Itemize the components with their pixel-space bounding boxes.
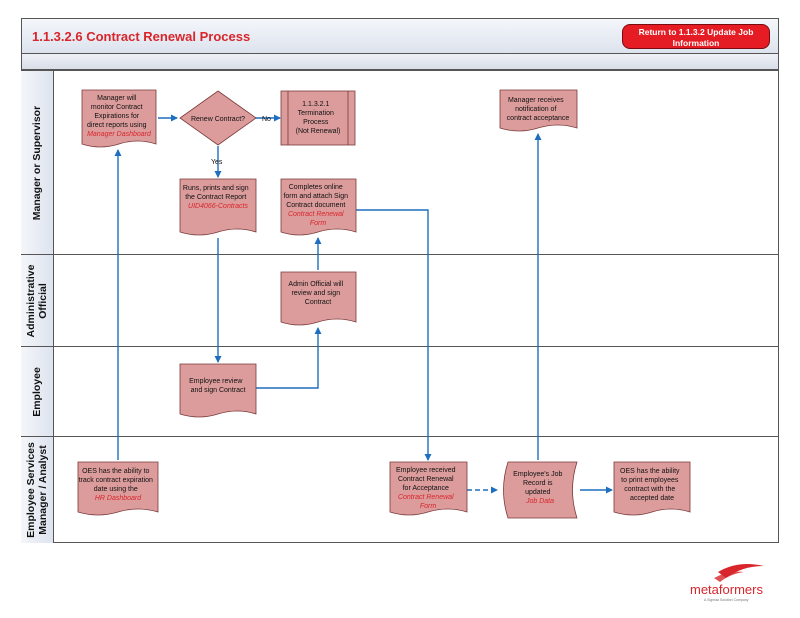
received-line-3: for Acceptance <box>403 485 449 492</box>
return-button-line-1: Return to 1.1.3.2 Update Job <box>638 27 754 37</box>
notification-line-3: contract acceptance <box>507 115 570 122</box>
runs-line-1: Runs, prints and sign <box>183 185 249 192</box>
monitor-text: Manager will monitor Contract Expiration… <box>87 87 152 138</box>
online-line-1: Completes online <box>289 184 343 191</box>
return-button-line-2: Information <box>672 38 720 48</box>
emp-review-line-1: Employee review <box>189 378 243 385</box>
online-text: Completes online form and attach Sign Co… <box>283 176 352 227</box>
received-text: Employee received Contract Renewal for A… <box>396 459 460 510</box>
admin-line-3: Contract <box>305 299 332 306</box>
admin-line-2: review and sign <box>291 290 340 297</box>
manager-dashboard-link: Manager Dashboard <box>87 131 152 138</box>
runs-prints-document: Runs, prints and sign the Contract Repor… <box>179 177 257 236</box>
admin-line-1: Admin Official will <box>288 281 343 288</box>
arrow-emp-review-to-admin <box>256 327 322 389</box>
job-record-line-3: updated <box>525 489 550 496</box>
oes-print-document: OES has the ability to print employees c… <box>613 460 691 516</box>
return-button[interactable]: Return to 1.1.3.2 Update Job Information <box>622 24 770 49</box>
logo-swoosh-small-icon <box>714 571 744 582</box>
logo-text: metaformers <box>690 582 763 597</box>
job-record-line-2: Record is <box>523 480 553 487</box>
termination-line-4: (Not Renewal) <box>296 128 341 135</box>
yes-label: Yes <box>211 159 223 166</box>
job-record-line-1: Employee's Job <box>513 471 562 478</box>
termination-line-3: Process <box>303 119 329 126</box>
received-line-2: Contract Renewal <box>398 476 454 483</box>
oes-track-line-1: OES has the ability to <box>82 468 149 475</box>
monitor-line-1: Manager will <box>97 95 137 102</box>
oes-print-text: OES has the ability to print employees c… <box>620 460 684 502</box>
received-link-1: Contract Renewal <box>398 494 454 501</box>
oes-print-line-4: accepted date <box>630 495 674 502</box>
contract-renewal-link-2: Form <box>310 220 327 227</box>
lane-label-employee: Employee <box>21 347 54 436</box>
monitor-line-2: monitor Contract <box>91 104 143 111</box>
hr-dashboard-link: HR Dashboard <box>95 495 142 502</box>
no-label: No <box>262 116 271 123</box>
sub-header-band <box>21 54 779 70</box>
received-line-1: Employee received <box>396 467 456 474</box>
admin-review-document: Admin Official will review and sign Cont… <box>280 271 357 326</box>
oes-track-line-3: date using the <box>94 486 138 493</box>
runs-line-2: the Contract Report <box>185 194 246 201</box>
employee-review-document: Employee review and sign Contract <box>179 363 257 418</box>
uid4066-link: UID4066-Contracts <box>188 203 248 210</box>
oes-track-text: OES has the ability to track contract ex… <box>79 460 158 502</box>
online-line-2: form and attach Sign <box>283 193 348 200</box>
contract-renewal-link-1: Contract Renewal <box>288 211 344 218</box>
metaformers-logo: metaformers A Sigmaa Solution Company <box>690 564 764 602</box>
oes-track-document: OES has the ability to track contract ex… <box>77 460 159 516</box>
monitor-line-4: direct reports using <box>87 122 147 129</box>
lane-manager: Manager or Supervisor <box>21 70 779 254</box>
notification-text: Manager receives notification of contrac… <box>507 89 570 122</box>
decision-text: Renew Contract? <box>191 116 245 123</box>
online-form-document: Completes online form and attach Sign Co… <box>280 176 357 236</box>
monitor-line-3: Expirations for <box>94 113 139 120</box>
termination-line-2: Termination <box>298 110 334 117</box>
logo-tagline: A Sigmaa Solution Company <box>704 598 749 602</box>
oes-print-line-1: OES has the ability <box>620 468 680 475</box>
monitor-document: Manager will monitor Contract Expiration… <box>81 87 157 148</box>
lane-label-manager: Manager or Supervisor <box>21 71 54 254</box>
notification-line-2: notification of <box>515 106 556 113</box>
emp-review-line-2: and sign Contract <box>191 387 246 394</box>
job-data-link: Job Data <box>525 498 554 505</box>
lane-employee: Employee <box>21 346 779 436</box>
emp-review-text: Employee review and sign Contract <box>189 370 247 394</box>
oes-print-line-2: to print employees <box>621 477 679 484</box>
runs-text: Runs, prints and sign the Contract Repor… <box>183 177 253 210</box>
header-bar: 1.1.3.2.6 Contract Renewal Process Retur… <box>21 18 779 54</box>
job-record-storage: Employee's Job Record is updated Job Dat… <box>503 461 578 519</box>
notification-document: Manager receives notification of contrac… <box>499 89 578 132</box>
arrow-online-to-received <box>356 209 432 461</box>
oes-print-line-3: contract with the <box>624 486 675 493</box>
notification-line-1: Manager receives <box>508 97 564 104</box>
job-record-text: Employee's Job Record is updated Job Dat… <box>513 463 567 505</box>
renew-contract-decision: Renew Contract? <box>179 90 257 146</box>
page-title: 1.1.3.2.6 Contract Renewal Process <box>32 29 251 44</box>
employee-received-document: Employee received Contract Renewal for A… <box>389 459 468 516</box>
termination-process: 1.1.3.2.1 Termination Process (Not Renew… <box>280 90 356 146</box>
termination-text: 1.1.3.2.1 Termination Process (Not Renew… <box>296 93 341 135</box>
admin-text: Admin Official will review and sign Cont… <box>288 273 347 306</box>
online-line-3: Contract document <box>286 202 345 209</box>
oes-track-line-2: track contract expiration <box>79 477 153 484</box>
received-link-2: Form <box>420 503 437 510</box>
termination-line-1: 1.1.3.2.1 <box>302 101 329 108</box>
